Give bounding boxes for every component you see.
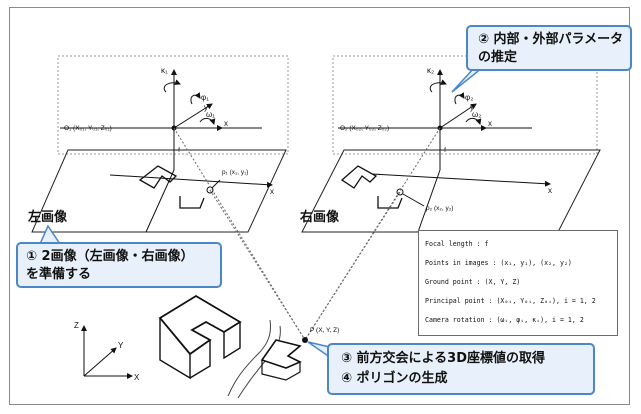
left-image-label: 左画像: [28, 210, 68, 225]
diagram-frame: [9, 7, 630, 405]
ground-y-label: Y: [118, 341, 124, 350]
left-image-point-label: p₁ (x₁, y₁): [222, 169, 248, 176]
ground-point-marker: [302, 337, 308, 343]
legend-image-points: Points in images : (x₁, y₁), (x₂, y₂): [425, 259, 572, 267]
left-x-letter: x: [224, 119, 228, 128]
right-projection-center-label: O₂ (X₀₂, Y₀₂, Z₀₂): [340, 125, 389, 132]
right-image-y-axis: [417, 169, 441, 233]
right-camera-box: [332, 55, 598, 155]
left-kappa-label: κ₁: [161, 66, 168, 75]
right-y-letter: y: [470, 103, 474, 112]
right-omega-label: ω₂: [472, 110, 481, 119]
building-walls-back: [223, 322, 241, 360]
callout-params-line-2: の推定: [478, 50, 518, 65]
legend-principal-point: Principal point : (X₀ᵢ, Y₀ᵢ, Z₀ᵢ), i = 1…: [425, 297, 596, 305]
reconstructed-polygon: [260, 339, 302, 369]
callout-prepare-line-2: を準備する: [26, 267, 92, 282]
callout-params-line-1: ② 内部・外部パラメータ: [478, 32, 624, 47]
ground-y-axis: [83, 347, 117, 377]
right-image-shape-roof: [340, 165, 378, 189]
left-image-plane: [31, 149, 287, 233]
left-image-ray: [209, 189, 306, 341]
left-y-axis: [173, 103, 213, 129]
left-kappa-arrow: [163, 79, 181, 93]
right-image-point-label: p₂ (x₂, y₂): [426, 205, 453, 212]
right-focal-label: -f: [442, 147, 446, 154]
ground-point-label: P (X, Y, Z): [310, 327, 339, 334]
callout-params-pointer: [451, 67, 485, 93]
left-image-shape-base: [179, 196, 205, 209]
left-image-point-leader: [211, 179, 221, 189]
callout-parameter-estimation: ② 内部・外部パラメータ の推定: [466, 25, 632, 71]
right-image-plane: [301, 149, 601, 233]
callout-triangulation-steps: ③ 前方交会による3D座標値の取得 ④ ポリゴンの生成: [327, 343, 595, 395]
callout-steps-line-2: ④ ポリゴンの生成: [341, 371, 448, 386]
right-image-x-axis: [371, 173, 551, 187]
right-phi-arrow: [454, 92, 465, 105]
right-x-letter: x: [488, 119, 492, 128]
left-image-y-axis: [145, 169, 175, 233]
right-image-shape-base: [377, 196, 403, 209]
left-phi-label: φ₁: [201, 93, 209, 102]
left-image-x-letter: x: [270, 187, 274, 196]
left-phi-arrow: [190, 92, 201, 105]
left-omega-arrow: [199, 117, 216, 125]
left-projection-center-label: O₁ (X₀₁, Y₀₁, Z₀₁): [64, 125, 112, 132]
building-roof: [158, 294, 242, 356]
building-walls-right: [189, 340, 211, 379]
right-omega-arrow: [465, 117, 482, 125]
building-walls: [159, 318, 191, 380]
callout-prepare-images: ① 2画像（左画像・右画像） を準備する: [16, 242, 222, 288]
parameter-legend: Focal length : f Points in images : (x₁,…: [418, 230, 618, 336]
legend-ground-point: Ground point : (X, Y, Z): [425, 278, 521, 286]
left-projection-ray: [173, 127, 306, 341]
left-image-shape-roof: [138, 165, 178, 189]
right-image-x-letter: x: [548, 186, 552, 195]
left-omega-label: ω₁: [206, 110, 215, 119]
left-focal-label: -f: [176, 147, 180, 154]
left-image-x-axis: [109, 174, 273, 188]
left-y-letter: y: [204, 103, 208, 112]
ground-z-label: Z: [74, 321, 79, 330]
terrain-curve-1: [227, 319, 271, 397]
callout-steps-line-1: ③ 前方交会による3D座標値の取得: [341, 351, 545, 366]
left-camera-box: [57, 55, 289, 155]
callout-prepare-line-1: ① 2画像（左画像・右画像）: [26, 249, 194, 264]
legend-camera-rotation: Camera rotation : (ωᵢ, φᵢ, κᵢ), i = 1, 2: [425, 316, 584, 324]
ground-x-label: X: [134, 373, 140, 382]
right-phi-label: φ₂: [465, 93, 473, 102]
right-kappa-arrow: [429, 79, 447, 93]
right-image-ray: [304, 191, 401, 341]
right-kappa-label: κ₂: [427, 66, 434, 75]
right-y-axis: [439, 103, 477, 129]
right-image-point-leader: [402, 193, 425, 207]
legend-focal-length: Focal length : f: [425, 240, 489, 248]
right-image-label: 右画像: [300, 210, 340, 225]
reconstructed-polygon-base: [261, 360, 301, 381]
